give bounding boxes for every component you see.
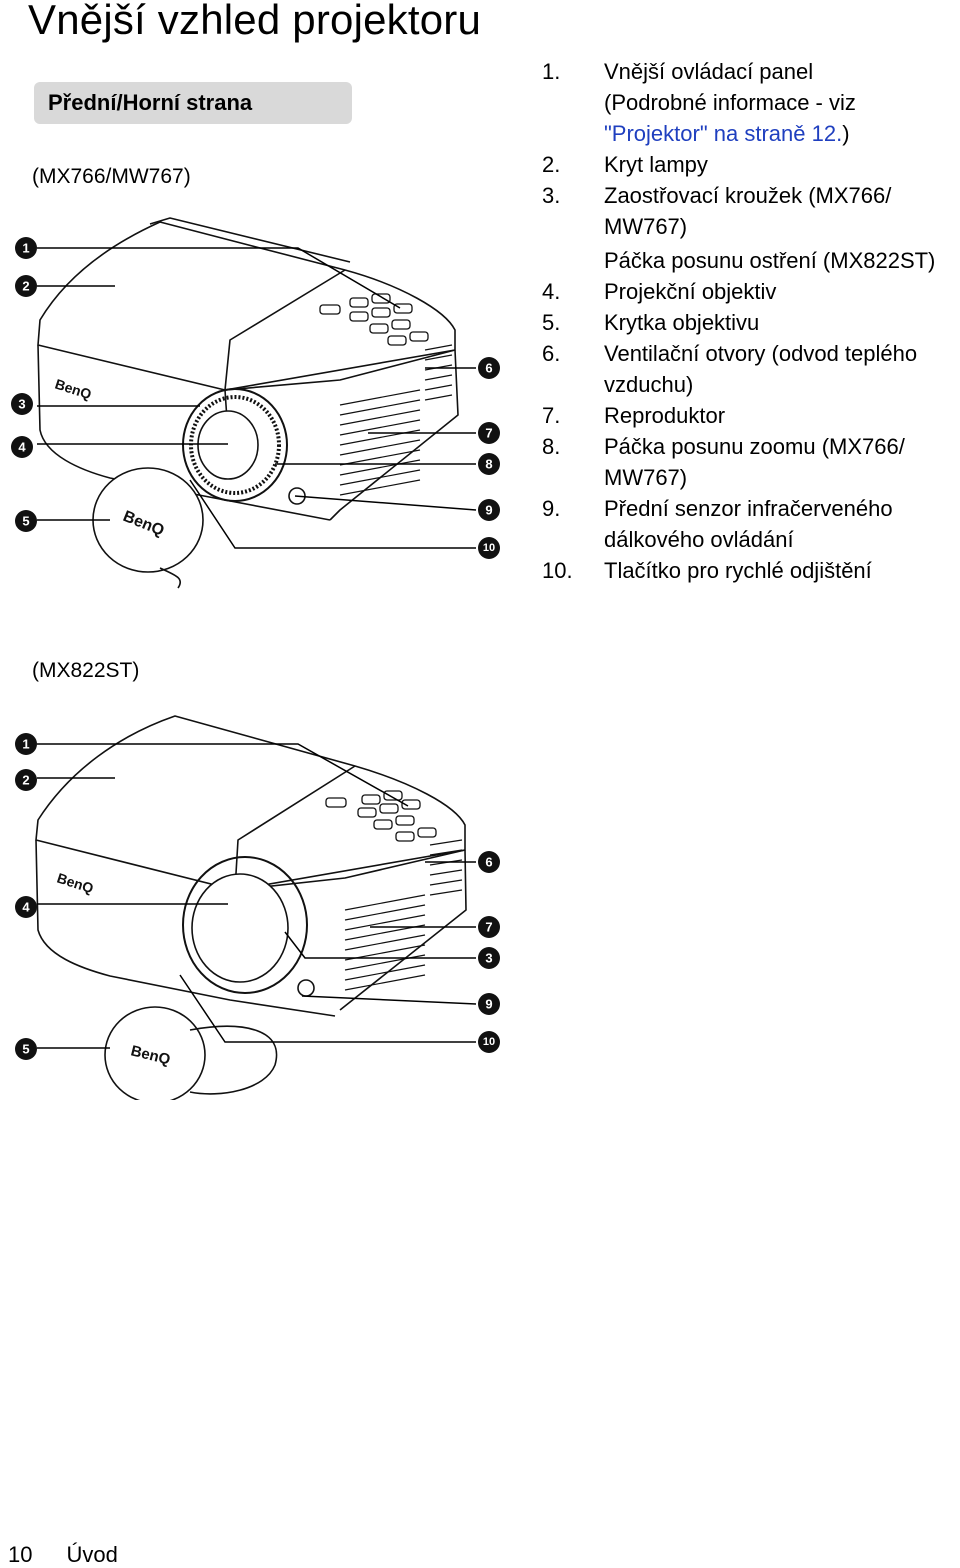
list-item: 10. Tlačítko pro rychlé odjištění bbox=[542, 558, 872, 583]
model-label-mx822st: (MX822ST) bbox=[32, 659, 140, 682]
list-item: 2. Kryt lampy bbox=[542, 152, 708, 177]
callout-5: 5 bbox=[22, 514, 29, 529]
list-item: 6. Ventilační otvory (odvod teplého vzdu… bbox=[542, 341, 918, 397]
list-item: 3. Zaostřovací kroužek (MX766/ MW767) Pá… bbox=[542, 183, 936, 273]
callout-5: 5 bbox=[22, 1042, 29, 1057]
footer-section: Úvod bbox=[66, 1542, 118, 1567]
brand-logo: BenQ bbox=[55, 870, 96, 897]
projector-illustration-mx766: BenQ BenQ 1 2 3 4 5 6 7 8 9 10 bbox=[11, 217, 500, 589]
list-item: 8. Páčka posunu zoomu (MX766/ MW767) bbox=[542, 434, 905, 490]
callout-2: 2 bbox=[22, 773, 29, 788]
list-item: 1. Vnější ovládací panel (Podrobné infor… bbox=[542, 59, 856, 146]
callout-10: 10 bbox=[483, 1036, 495, 1048]
model-label-mx766: (MX766/MW767) bbox=[32, 165, 191, 188]
list-item: 9. Přední senzor infračerveného dálkovéh… bbox=[542, 496, 893, 552]
list-item: 5. Krytka objektivu bbox=[542, 310, 760, 335]
callout-6: 6 bbox=[485, 855, 492, 870]
callout-4: 4 bbox=[22, 900, 30, 915]
callout-1: 1 bbox=[22, 737, 29, 752]
page-number: 10 bbox=[8, 1542, 33, 1567]
callout-9: 9 bbox=[485, 997, 492, 1012]
callout-7: 7 bbox=[485, 426, 492, 441]
page-title: Vnější vzhled projektoru bbox=[28, 0, 482, 43]
callout-4: 4 bbox=[18, 440, 26, 455]
callout-3: 3 bbox=[18, 397, 25, 412]
section-heading: Přední/Horní strana bbox=[34, 82, 352, 124]
callout-9: 9 bbox=[485, 503, 492, 518]
page-footer: 10 Úvod bbox=[8, 1542, 118, 1568]
callout-10: 10 bbox=[483, 542, 495, 554]
list-item: 4. Projekční objektiv bbox=[542, 279, 777, 304]
list-item: 7. Reproduktor bbox=[542, 403, 726, 428]
callout-3: 3 bbox=[485, 951, 492, 966]
parts-list: 1. Vnější ovládací panel (Podrobné infor… bbox=[540, 56, 955, 586]
callout-2: 2 bbox=[22, 279, 29, 294]
callout-6: 6 bbox=[485, 361, 492, 376]
page-reference-link[interactable]: "Projektor" na straně 12. bbox=[604, 121, 843, 146]
projector-illustration-mx822st: BenQ BenQ 1 2 4 5 6 7 3 9 10 bbox=[15, 715, 500, 1100]
callout-8: 8 bbox=[485, 457, 492, 472]
callout-1: 1 bbox=[22, 241, 29, 256]
brand-logo: BenQ bbox=[53, 376, 94, 403]
callout-7: 7 bbox=[485, 920, 492, 935]
